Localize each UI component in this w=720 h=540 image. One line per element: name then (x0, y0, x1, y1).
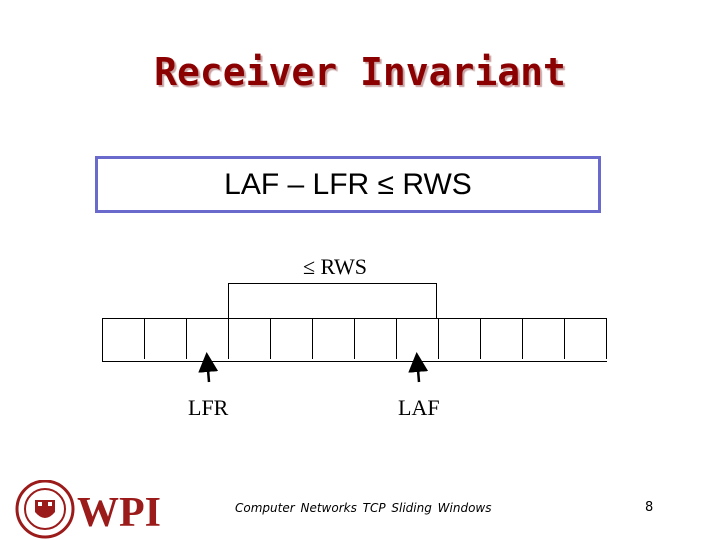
buffer-cell (103, 319, 145, 359)
buffer-cell (313, 319, 355, 359)
logo-text: WPI (77, 490, 160, 536)
buffer-cell (397, 319, 439, 359)
invariant-box: LAF – LFR ≤ RWS (95, 156, 601, 213)
lfr-arrow (198, 352, 219, 383)
buffer-cell (355, 319, 397, 359)
buffer-cell (271, 319, 313, 359)
footer-text: Computer Networks TCP Sliding Windows (235, 501, 492, 515)
buffer-cell (481, 319, 523, 359)
wpi-logo: WPI (15, 480, 160, 539)
buffer-cell (229, 319, 271, 359)
buffer-cell (187, 319, 229, 359)
slide-title: Receiver Invariant (154, 50, 566, 94)
sequence-buffer (102, 318, 607, 362)
buffer-cell (523, 319, 565, 359)
invariant-formula: LAF – LFR ≤ RWS (224, 167, 472, 201)
laf-arrow (408, 352, 429, 383)
buffer-cell (565, 319, 607, 359)
page-number: 8 (645, 500, 654, 515)
buffer-cell (439, 319, 481, 359)
receive-window-bracket (228, 283, 437, 319)
rws-label: ≤ RWS (302, 254, 368, 279)
lfr-label: LFR (188, 395, 229, 420)
buffer-cell (145, 319, 187, 359)
laf-label: LAF (398, 395, 440, 420)
